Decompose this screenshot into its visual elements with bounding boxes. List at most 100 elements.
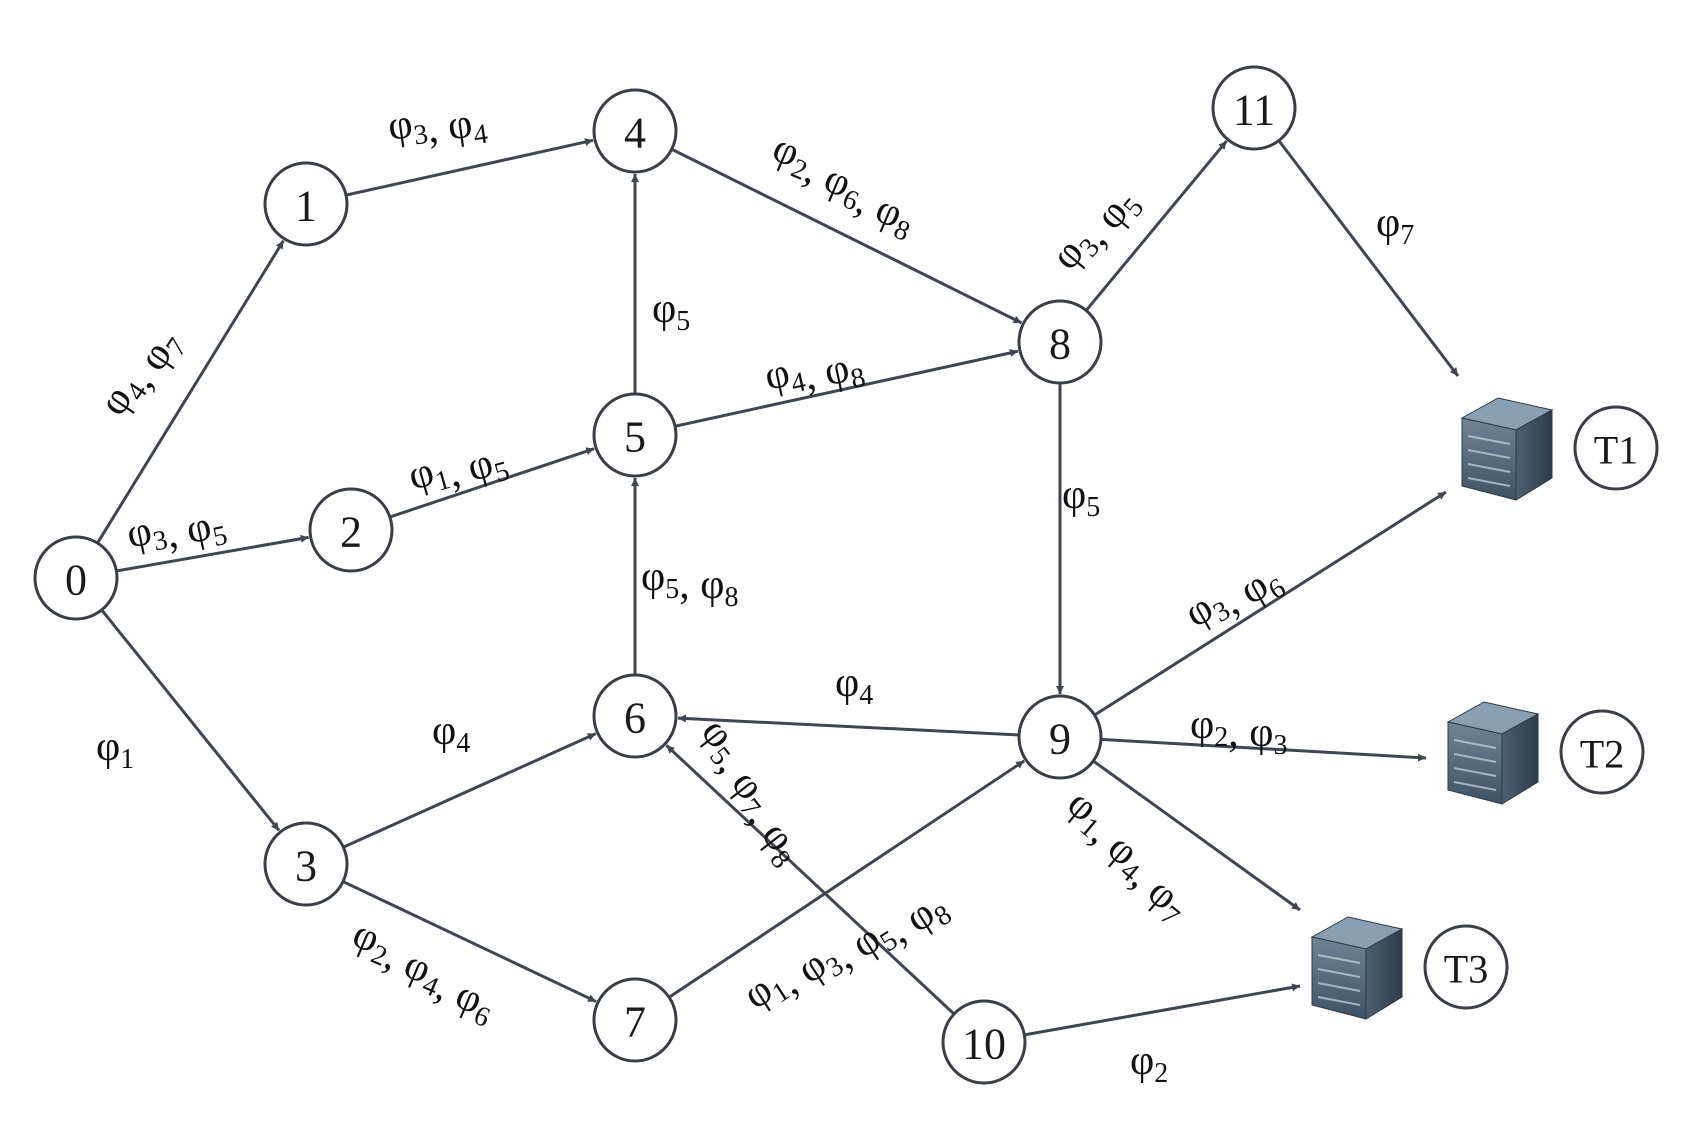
label-separator: , <box>1228 710 1249 756</box>
edge-arrow <box>96 239 285 544</box>
edge-arrow <box>674 348 1019 428</box>
server-icon <box>1460 397 1554 501</box>
label-separator: , <box>679 562 700 608</box>
phi-subscript: 4 <box>859 680 873 711</box>
edge-label-10-to-T3: φ2 <box>1130 1038 1168 1089</box>
edge-label-9-to-T1: φ3, φ6 <box>1177 548 1291 648</box>
edge-10-to-T3 <box>1024 983 1301 1037</box>
node-circle <box>263 821 349 907</box>
node-11[interactable]: 11 <box>1211 65 1297 151</box>
node-9[interactable]: 9 <box>1017 694 1103 780</box>
edge-label-9-to-T2: φ2, φ3 <box>1190 702 1288 761</box>
edge-5-to-8 <box>674 348 1019 428</box>
edge-arrow <box>342 732 597 849</box>
node-circle <box>592 392 678 478</box>
node-circle <box>592 88 678 174</box>
phi-subscript: 5 <box>1086 492 1100 523</box>
terminal-T3[interactable]: T3 <box>1310 916 1509 1020</box>
node-3[interactable]: 3 <box>263 821 349 907</box>
node-label: 0 <box>65 556 87 605</box>
edge-label-0-to-2: φ3, φ5 <box>123 493 231 571</box>
phi-symbol: φ <box>641 554 665 600</box>
edge-arrow <box>677 714 1020 737</box>
phi-subscript: 3 <box>150 524 170 557</box>
phi-symbol: φ <box>1190 702 1214 748</box>
node-label: 3 <box>295 842 317 891</box>
node-8[interactable]: 8 <box>1017 299 1103 385</box>
phi-symbol: φ <box>1376 200 1400 246</box>
node-circle <box>941 999 1027 1085</box>
terminal-label: T3 <box>1444 947 1488 992</box>
node-label: 9 <box>1049 715 1071 764</box>
node-4[interactable]: 4 <box>592 88 678 174</box>
node-circle <box>1017 694 1103 780</box>
node-label: 1 <box>295 182 317 231</box>
edge-2-to-5 <box>389 447 595 519</box>
phi-subscript: 5 <box>665 574 679 605</box>
node-circle <box>592 977 678 1063</box>
node-0[interactable]: 0 <box>33 535 119 621</box>
terminal-T2[interactable]: T2 <box>1446 701 1645 805</box>
edge-1-to-4 <box>345 138 594 197</box>
edge-label-6-to-5: φ5, φ8 <box>641 554 739 613</box>
edge-arrow <box>668 759 1026 999</box>
edges-layer <box>96 138 1460 1037</box>
nodes-layer: 0 1 2 3 4 5 6 7 8 9 10 11 <box>33 65 1297 1085</box>
node-label: 5 <box>624 413 646 462</box>
edge-arrow <box>100 609 281 832</box>
node-label: 10 <box>962 1020 1006 1069</box>
terminal-label: T1 <box>1594 428 1638 473</box>
node-label: 7 <box>624 998 646 1047</box>
edge-4-to-8 <box>671 147 1023 325</box>
edge-label-0-to-3: φ1 <box>96 724 134 775</box>
edge-arrow <box>1085 140 1228 312</box>
edge-11-to-T1 <box>1277 139 1460 377</box>
edge-8-to-11 <box>1085 140 1228 312</box>
node-2[interactable]: 2 <box>308 487 394 573</box>
terminal-circle <box>1573 405 1659 491</box>
phi-symbol: φ <box>652 286 676 332</box>
phi-subscript: 4 <box>472 119 490 152</box>
edge-label-5-to-8: φ4, φ8 <box>761 335 869 413</box>
phi-symbol: φ <box>432 708 456 754</box>
phi-subscript: 2 <box>1214 722 1228 753</box>
phi-subscript: 3 <box>1274 730 1288 761</box>
edge-arrow <box>1093 490 1447 717</box>
terminal-T1[interactable]: T1 <box>1460 397 1659 501</box>
node-circle <box>263 161 349 247</box>
edge-9-to-T2 <box>1100 737 1427 762</box>
server-icon <box>1310 916 1404 1020</box>
node-1[interactable]: 1 <box>263 161 349 247</box>
edge-10-to-6 <box>665 744 956 1016</box>
node-circle <box>592 673 678 759</box>
node-10[interactable]: 10 <box>941 999 1027 1085</box>
edge-label-8-to-9: φ5 <box>1062 472 1100 523</box>
node-6[interactable]: 6 <box>592 673 678 759</box>
edge-9-to-6 <box>677 714 1020 737</box>
edge-arrow <box>345 138 594 197</box>
node-label: 6 <box>624 694 646 743</box>
node-label: 11 <box>1233 86 1275 135</box>
node-5[interactable]: 5 <box>592 392 678 478</box>
phi-symbol: φ <box>445 101 475 150</box>
edge-arrow <box>1024 983 1301 1037</box>
phi-symbol: φ <box>1062 472 1086 518</box>
edge-label-3-to-6: φ4 <box>432 708 470 759</box>
edge-3-to-7 <box>342 880 597 1003</box>
edge-0-to-3 <box>100 609 281 832</box>
phi-subscript: 3 <box>412 119 430 152</box>
edge-label-3-to-7: φ2, φ4, φ6 <box>338 911 508 1034</box>
edge-label-7-to-9: φ1, φ3, φ5, φ8 <box>735 862 957 1043</box>
edge-7-to-9 <box>668 759 1026 999</box>
edge-label-9-to-6: φ4 <box>835 660 873 711</box>
terminal-circle <box>1423 924 1509 1010</box>
terminal-label: T2 <box>1580 732 1624 777</box>
edge-arrow <box>389 447 595 519</box>
edge-label-10-to-6: φ5, φ7, φ8 <box>676 710 825 875</box>
node-circle <box>1211 65 1297 151</box>
phi-subscript: 1 <box>120 744 134 775</box>
node-7[interactable]: 7 <box>592 977 678 1063</box>
